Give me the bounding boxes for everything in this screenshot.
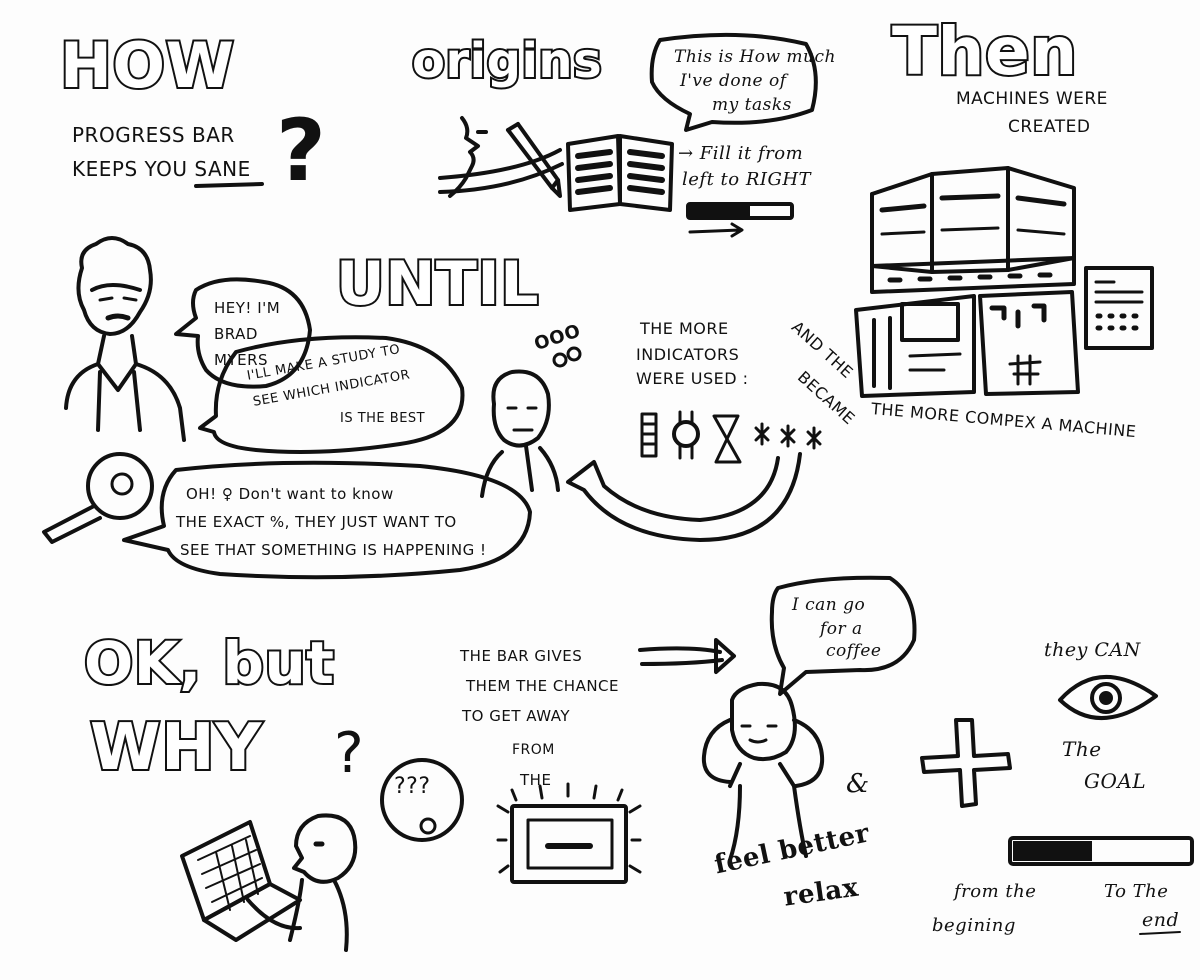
bar-gives-line-2: THEM THE CHANCE: [466, 677, 620, 695]
then-line-2: CREATED: [1008, 117, 1091, 137]
end-underline: [1139, 931, 1181, 935]
brad-line-3: MYERS: [214, 351, 269, 369]
origins-bubble-line-3: my tasks: [712, 95, 792, 115]
title-then: Then: [890, 12, 1079, 92]
the-goal-1: The: [1062, 737, 1102, 761]
study-line-3: IS THE BEST: [340, 411, 426, 426]
brad-speech-bubble: [174, 277, 312, 389]
thinking-person-drawing: [480, 346, 582, 498]
magnifier-icon: [42, 452, 154, 544]
from-beginning-1: from the: [954, 881, 1037, 902]
glowing-monitor-drawing: [496, 782, 642, 884]
end: end: [1142, 909, 1180, 931]
open-book-icon: [566, 134, 674, 212]
goal-progress-bar: [1008, 836, 1194, 866]
profile-face-drawing: [448, 116, 488, 198]
curved-arrow: [566, 452, 802, 542]
origins-bubble-line-1: This is How much: [674, 47, 836, 67]
from-beginning-2: begining: [932, 915, 1016, 936]
indicator-icons: [640, 410, 822, 464]
side-panel-drawing: [1084, 266, 1154, 350]
title-ok-but: OK, but: [82, 628, 336, 698]
thought-question-marks: ???: [394, 774, 431, 799]
study-speech-bubble: [198, 335, 465, 454]
title-why: WHY: [88, 709, 264, 786]
the-goal-2: GOAL: [1084, 769, 1147, 793]
thought-bubble: [380, 758, 464, 842]
to-the: To The: [1104, 881, 1169, 902]
brad-line-1: HEY! I'M: [214, 299, 281, 317]
how-line-1: PROGRESS BAR: [72, 123, 235, 147]
origins-fill-line-2: left to RIGHT: [682, 169, 812, 190]
indicators-line-3: WERE USED :: [636, 369, 749, 388]
how-question-mark: ?: [276, 101, 327, 201]
coffee-line-1: I can go: [792, 595, 866, 615]
plus-sign: [920, 718, 1012, 808]
coffee-line-2: for a: [820, 619, 863, 639]
how-line-2: KEEPS YOU SANE: [72, 157, 251, 181]
bar-gives-line-3: TO GET AWAY: [462, 707, 570, 725]
finding-line-3: SEE THAT SOMETHING IS HAPPENING !: [180, 541, 487, 559]
why-ampersand: &: [846, 769, 870, 799]
mainframe-machine-drawing: [870, 166, 1076, 294]
then-line-1: MACHINES WERE: [956, 89, 1108, 109]
finding-line-2: THE EXACT %, THEY JUST WANT TO: [176, 513, 457, 531]
origins-progress-bar: [686, 202, 794, 238]
why-the: THE: [520, 771, 552, 789]
finding-line-1: OH! ♀ Don't want to know: [186, 485, 394, 503]
pen-drawing: [438, 122, 564, 198]
origins-fill-line-1: → Fill it from: [678, 143, 804, 164]
they-can: they CAN: [1044, 639, 1141, 661]
sane-underline: [194, 182, 264, 188]
origins-speech-bubble: [649, 32, 818, 132]
eye-icon: [1058, 674, 1158, 721]
why-from: FROM: [512, 742, 555, 758]
bar-gives-line-1: THE BAR GIVES: [460, 647, 583, 665]
why-question-mark: ?: [334, 721, 365, 786]
coffee-speech-bubble: [769, 575, 917, 696]
brad-myers-portrait: [64, 236, 186, 442]
bar-arrow: [638, 638, 736, 674]
title-how: HOW: [58, 28, 236, 104]
console-machine-drawing: [854, 294, 976, 398]
title-origins: origins: [410, 31, 604, 90]
laptop-person-drawing: [180, 813, 358, 952]
coffee-line-3: coffee: [826, 641, 882, 661]
brad-line-2: BRAD: [214, 325, 258, 343]
indicators-line-2: INDICATORS: [636, 345, 740, 364]
relaxed-person-drawing: [701, 681, 825, 862]
panel-machine-drawing: [978, 290, 1080, 396]
title-until: UNTIL: [334, 248, 540, 321]
finding-speech-bubble: [122, 460, 532, 580]
indicators-line-1: THE MORE: [640, 319, 729, 338]
origins-bubble-line-2: I've done of: [680, 71, 787, 91]
